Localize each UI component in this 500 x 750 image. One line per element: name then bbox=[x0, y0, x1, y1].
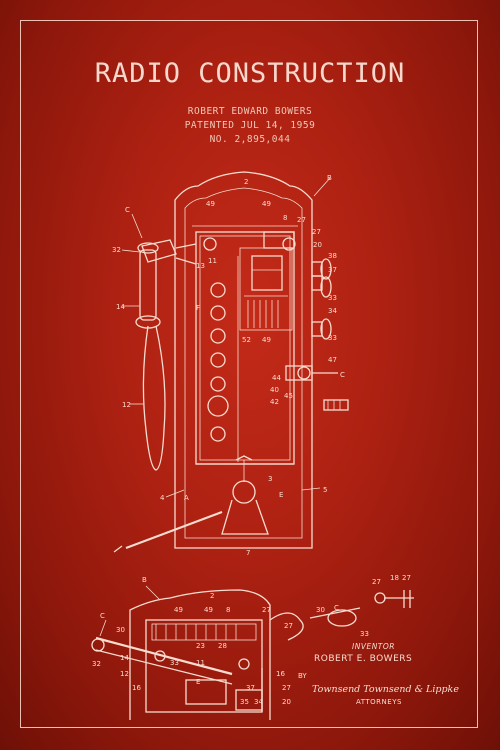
svg-text:12: 12 bbox=[122, 401, 131, 409]
svg-text:28: 28 bbox=[218, 642, 227, 650]
svg-text:49: 49 bbox=[206, 200, 215, 208]
svg-text:14: 14 bbox=[116, 303, 125, 311]
svg-text:49: 49 bbox=[262, 336, 271, 344]
svg-text:3: 3 bbox=[268, 475, 272, 483]
inventor-name: ROBERT EDWARD BOWERS bbox=[187, 106, 313, 117]
svg-text:20: 20 bbox=[313, 241, 322, 249]
svg-text:5: 5 bbox=[323, 486, 327, 494]
svg-text:49: 49 bbox=[174, 606, 183, 614]
svg-text:11: 11 bbox=[208, 257, 217, 265]
svg-text:4: 4 bbox=[160, 494, 165, 502]
svg-text:13: 13 bbox=[196, 262, 205, 270]
svg-text:8: 8 bbox=[283, 214, 287, 222]
cabinet-front-view bbox=[113, 171, 349, 553]
svg-text:7: 7 bbox=[246, 549, 250, 557]
svg-text:C: C bbox=[340, 371, 345, 379]
svg-text:27: 27 bbox=[372, 578, 381, 586]
svg-text:37: 37 bbox=[328, 266, 337, 274]
svg-text:16: 16 bbox=[132, 684, 141, 692]
svg-text:42: 42 bbox=[270, 398, 279, 406]
svg-text:A: A bbox=[184, 494, 189, 502]
by-label: BY bbox=[298, 672, 307, 680]
svg-text:47: 47 bbox=[328, 356, 337, 364]
svg-text:32: 32 bbox=[112, 246, 121, 254]
svg-text:27: 27 bbox=[282, 684, 291, 692]
svg-text:F: F bbox=[196, 304, 200, 312]
svg-text:20: 20 bbox=[282, 698, 291, 706]
svg-text:11: 11 bbox=[196, 659, 205, 667]
svg-text:30: 30 bbox=[316, 606, 325, 614]
attorneys-signature: Townsend Townsend & Lippke bbox=[312, 684, 459, 695]
svg-text:C: C bbox=[100, 612, 105, 620]
svg-text:E: E bbox=[279, 491, 283, 499]
svg-text:34: 34 bbox=[254, 698, 263, 706]
svg-text:14: 14 bbox=[120, 654, 129, 662]
svg-text:40: 40 bbox=[270, 386, 279, 394]
poster-border bbox=[20, 20, 478, 728]
svg-text:45: 45 bbox=[284, 392, 293, 400]
attorneys-label: ATTORNEYS bbox=[356, 698, 402, 706]
reference-numerals-section: B 2 C 30 32 14 12 16 49 49 8 27 27 30 C … bbox=[92, 574, 411, 706]
svg-text:27: 27 bbox=[262, 606, 271, 614]
patent-date: PATENTED JUL 14, 1959 bbox=[184, 120, 316, 131]
svg-text:B: B bbox=[142, 576, 147, 584]
svg-text:37: 37 bbox=[246, 684, 255, 692]
svg-text:B: B bbox=[327, 174, 332, 182]
svg-text:49: 49 bbox=[262, 200, 271, 208]
poster-title: RADIO CONSTRUCTION bbox=[94, 58, 406, 89]
svg-text:2: 2 bbox=[244, 178, 248, 186]
svg-text:30: 30 bbox=[116, 626, 125, 634]
svg-text:12: 12 bbox=[120, 670, 129, 678]
cabinet-section-view bbox=[91, 585, 414, 720]
svg-text:23: 23 bbox=[196, 642, 205, 650]
svg-text:35: 35 bbox=[240, 698, 249, 706]
svg-text:49: 49 bbox=[204, 606, 213, 614]
svg-text:2: 2 bbox=[210, 592, 214, 600]
svg-text:33: 33 bbox=[170, 659, 179, 667]
svg-text:33: 33 bbox=[328, 334, 337, 342]
svg-text:32: 32 bbox=[92, 660, 101, 668]
inventor-label: INVENTOR bbox=[352, 642, 395, 651]
svg-text:33: 33 bbox=[360, 630, 369, 638]
svg-text:27: 27 bbox=[312, 228, 321, 236]
svg-text:E: E bbox=[196, 678, 200, 686]
svg-text:27: 27 bbox=[284, 622, 293, 630]
svg-text:16: 16 bbox=[276, 670, 285, 678]
svg-text:27: 27 bbox=[402, 574, 411, 582]
svg-text:34: 34 bbox=[328, 307, 337, 315]
svg-text:52: 52 bbox=[242, 336, 251, 344]
svg-text:C: C bbox=[125, 206, 130, 214]
reference-numerals-main: 2 B C 32 14 12 4 5 49 49 8 27 27 20 38 3… bbox=[112, 174, 345, 557]
patent-number: NO. 2,895,044 bbox=[209, 134, 291, 145]
svg-text:8: 8 bbox=[226, 606, 230, 614]
svg-text:27: 27 bbox=[297, 216, 306, 224]
svg-text:18: 18 bbox=[390, 574, 399, 582]
svg-text:C: C bbox=[334, 604, 339, 612]
svg-text:44: 44 bbox=[272, 374, 281, 382]
svg-text:38: 38 bbox=[328, 252, 337, 260]
svg-text:33: 33 bbox=[328, 294, 337, 302]
inventor-signature: ROBERT E. BOWERS bbox=[314, 654, 413, 664]
